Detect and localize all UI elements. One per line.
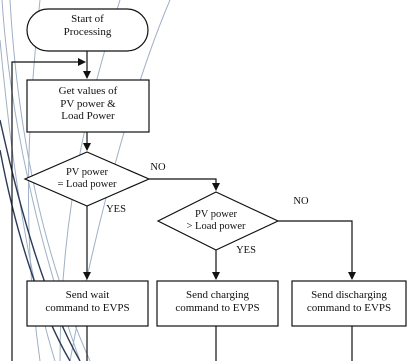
send-charging-label: Send charging command to EVPS: [175, 289, 260, 314]
no-label-decision2: NO: [293, 196, 309, 207]
decorative-dark-lines: [0, 119, 81, 361]
loop-back-line: [11, 58, 86, 361]
get-values-box: [26, 79, 150, 133]
yes-label-decision2: YES: [236, 245, 256, 256]
decision-greater-label: PV power > Load power: [186, 209, 246, 233]
send-discharging-box: [291, 280, 407, 327]
start-label: Start of Processing: [63, 13, 112, 38]
get-values-label: Get values of PV power & Load Power: [58, 85, 118, 123]
exit-lines: [86, 326, 353, 361]
arrow-decision1-no: [149, 178, 220, 191]
send-wait-box: [26, 280, 149, 327]
yes-label-decision1: YES: [106, 204, 126, 215]
arrow-decision2-no: [278, 220, 356, 280]
send-wait-label: Send wait command to EVPS: [45, 289, 130, 314]
decision-equal-label: PV power = Load power: [57, 167, 117, 191]
send-charging-box: [156, 280, 279, 327]
send-discharging-label: Send discharging command to EVPS: [306, 289, 392, 314]
no-label-decision1: NO: [150, 162, 166, 173]
